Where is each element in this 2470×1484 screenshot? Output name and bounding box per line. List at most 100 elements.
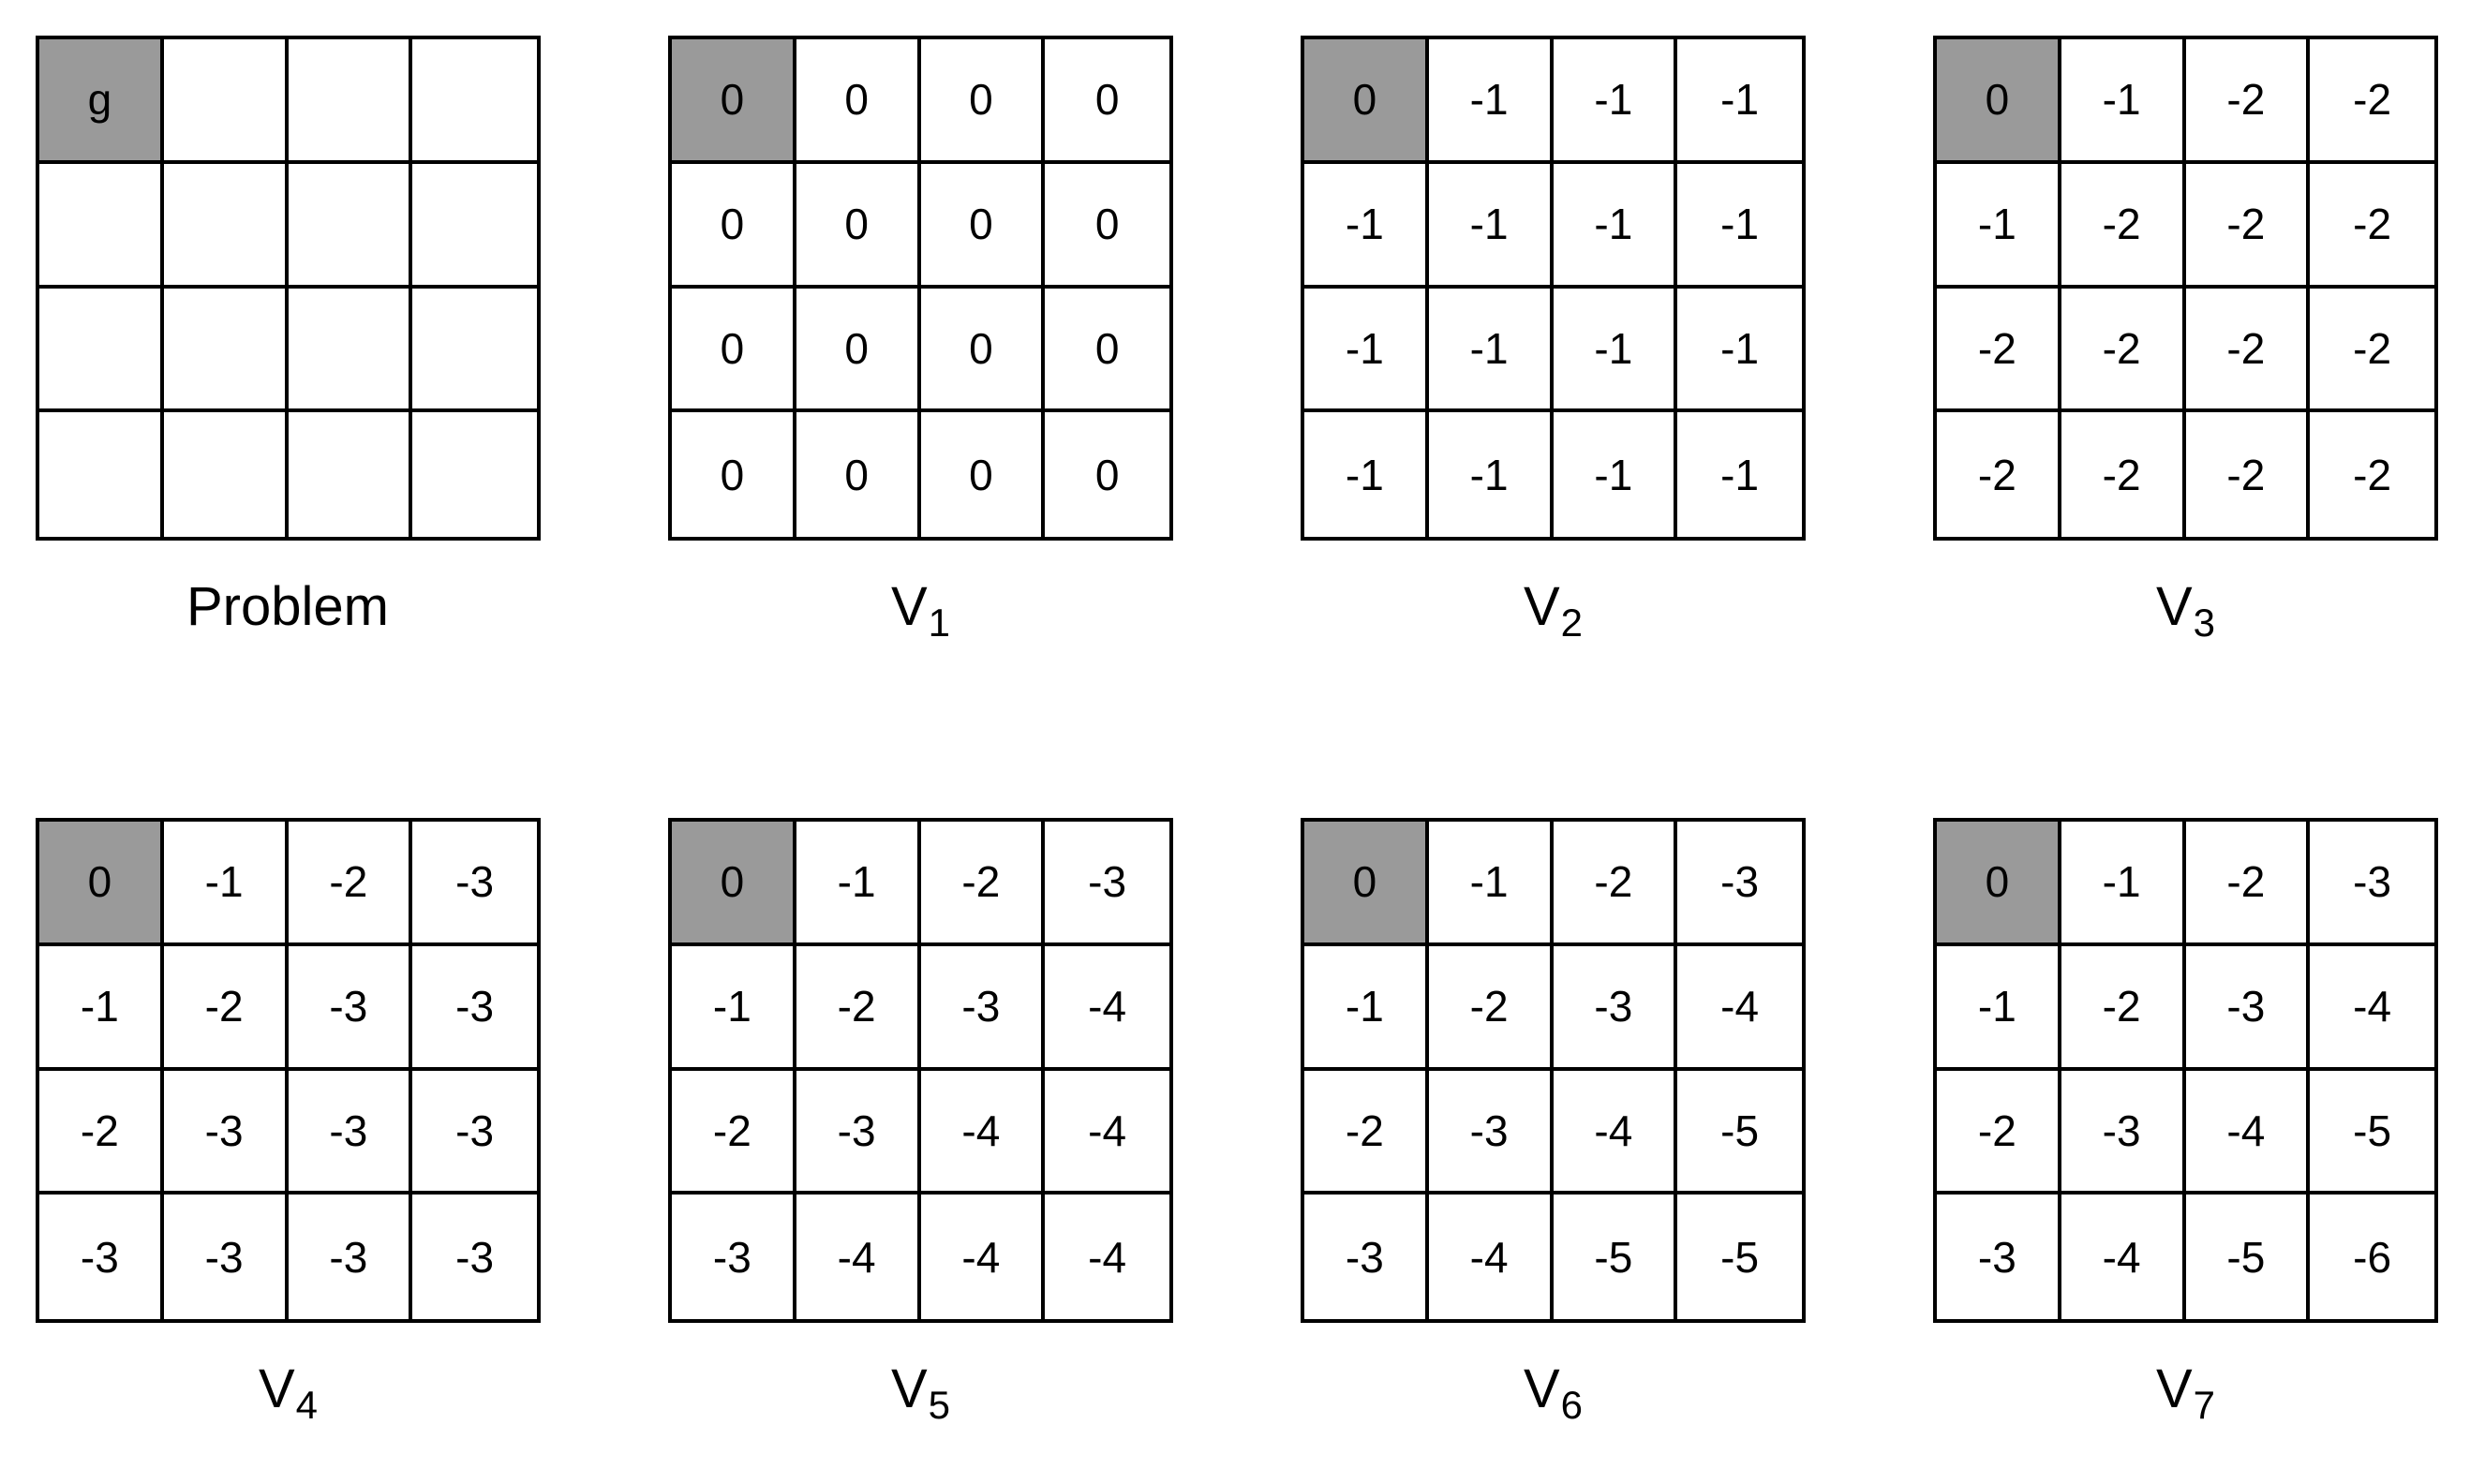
cell-v5-r3c1: -4 <box>796 1195 921 1319</box>
cell-v4-r1c2: -3 <box>288 945 413 1071</box>
cell-v5-r1c3: -4 <box>1045 945 1169 1071</box>
cell-v6-r1c3: -4 <box>1677 945 1802 1071</box>
cell-v2-r3c0: -1 <box>1304 412 1429 537</box>
cell-v7-r1c0: -1 <box>1937 945 2061 1071</box>
grid-label: V5 <box>668 1358 1173 1427</box>
cell-v3-r2c1: -2 <box>2061 288 2186 413</box>
cell-v5-r3c2: -4 <box>920 1195 1046 1319</box>
grid-problem: g <box>36 36 541 541</box>
cell-v2-r2c3: -1 <box>1677 288 1802 413</box>
cell-v6-r2c2: -4 <box>1553 1070 1678 1195</box>
cell-v7-r0c2: -2 <box>2185 822 2311 946</box>
grid-label-subscript: 5 <box>928 1382 951 1427</box>
grid-v7: 0-1-2-3-1-2-3-4-2-3-4-5-3-4-5-6 <box>1933 818 2438 1323</box>
cell-v1-r1c1: 0 <box>796 163 921 289</box>
grid-label-base: V <box>1523 1358 1560 1419</box>
figure-v2: 0-1-1-1-1-1-1-1-1-1-1-1-1-1-1-1 V2 <box>1301 36 1806 645</box>
cell-problem-r3c3 <box>412 412 537 537</box>
goal-cell-v6: 0 <box>1304 822 1429 946</box>
cell-v7-r3c2: -5 <box>2185 1195 2311 1319</box>
cell-v5-r1c1: -2 <box>796 945 921 1071</box>
grid-label: V4 <box>36 1358 541 1427</box>
cell-v6-r2c0: -2 <box>1304 1070 1429 1195</box>
figure-v4: 0-1-2-3-1-2-3-3-2-3-3-3-3-3-3-3 V4 <box>36 818 541 1427</box>
cell-v6-r0c3: -3 <box>1677 822 1802 946</box>
cell-v3-r1c0: -1 <box>1937 163 2061 289</box>
cell-v6-r3c0: -3 <box>1304 1195 1429 1319</box>
grid-label: V1 <box>668 576 1173 645</box>
cell-v1-r3c0: 0 <box>672 412 796 537</box>
cell-problem-r2c1 <box>163 288 289 413</box>
grid-v2: 0-1-1-1-1-1-1-1-1-1-1-1-1-1-1-1 <box>1301 36 1806 541</box>
cell-v2-r0c2: -1 <box>1553 39 1678 164</box>
cell-problem-r1c1 <box>163 163 289 289</box>
cell-v3-r0c1: -1 <box>2061 39 2186 164</box>
cell-v5-r3c0: -3 <box>672 1195 796 1319</box>
grid-label-base: V <box>2155 1358 2193 1419</box>
cell-v1-r0c3: 0 <box>1045 39 1169 164</box>
cell-v5-r2c2: -4 <box>920 1070 1046 1195</box>
cell-v4-r3c0: -3 <box>39 1195 164 1319</box>
grid-label-subscript: 4 <box>295 1382 319 1427</box>
cell-v2-r2c1: -1 <box>1428 288 1554 413</box>
cell-v7-r0c3: -3 <box>2310 822 2434 946</box>
cell-v4-r0c3: -3 <box>412 822 537 946</box>
cell-v2-r2c2: -1 <box>1553 288 1678 413</box>
cell-problem-r2c2 <box>288 288 413 413</box>
cell-v4-r3c2: -3 <box>288 1195 413 1319</box>
cell-v7-r1c2: -3 <box>2185 945 2311 1071</box>
cell-v1-r1c2: 0 <box>920 163 1046 289</box>
goal-cell-v1: 0 <box>672 39 796 164</box>
cell-v2-r3c3: -1 <box>1677 412 1802 537</box>
cell-v5-r0c1: -1 <box>796 822 921 946</box>
cell-v6-r0c2: -2 <box>1553 822 1678 946</box>
cell-v4-r1c1: -2 <box>163 945 289 1071</box>
cell-v3-r3c3: -2 <box>2310 412 2434 537</box>
cell-v6-r1c2: -3 <box>1553 945 1678 1071</box>
cell-v4-r2c3: -3 <box>412 1070 537 1195</box>
cell-v7-r3c3: -6 <box>2310 1195 2434 1319</box>
cell-v3-r2c2: -2 <box>2185 288 2311 413</box>
cell-v4-r1c3: -3 <box>412 945 537 1071</box>
grid-label: Problem <box>36 576 541 639</box>
cell-v2-r1c2: -1 <box>1553 163 1678 289</box>
cell-v3-r0c2: -2 <box>2185 39 2311 164</box>
cell-problem-r1c3 <box>412 163 537 289</box>
cell-v7-r3c1: -4 <box>2061 1195 2186 1319</box>
cell-v3-r1c3: -2 <box>2310 163 2434 289</box>
cell-v2-r1c3: -1 <box>1677 163 1802 289</box>
goal-cell-v7: 0 <box>1937 822 2061 946</box>
grid-v3: 0-1-2-2-1-2-2-2-2-2-2-2-2-2-2-2 <box>1933 36 2438 541</box>
goal-cell-v4: 0 <box>39 822 164 946</box>
grid-label-base: V <box>890 576 928 637</box>
cell-v1-r0c1: 0 <box>796 39 921 164</box>
cell-problem-r2c3 <box>412 288 537 413</box>
figure-v5: 0-1-2-3-1-2-3-4-2-3-4-4-3-4-4-4 V5 <box>668 818 1173 1427</box>
cell-v4-r2c1: -3 <box>163 1070 289 1195</box>
cell-v2-r1c1: -1 <box>1428 163 1554 289</box>
cell-problem-r1c0 <box>39 163 164 289</box>
grid-label-subscript: 2 <box>1560 600 1584 645</box>
cell-v4-r0c1: -1 <box>163 822 289 946</box>
cell-problem-r0c1 <box>163 39 289 164</box>
cell-v7-r2c3: -5 <box>2310 1070 2434 1195</box>
cell-problem-r0c3 <box>412 39 537 164</box>
goal-cell-v3: 0 <box>1937 39 2061 164</box>
cell-v6-r3c2: -5 <box>1553 1195 1678 1319</box>
cell-problem-r0c2 <box>288 39 413 164</box>
cell-v3-r3c1: -2 <box>2061 412 2186 537</box>
cell-v3-r2c3: -2 <box>2310 288 2434 413</box>
goal-cell-problem: g <box>39 39 164 164</box>
cell-v5-r0c3: -3 <box>1045 822 1169 946</box>
grid-label: V7 <box>1933 1358 2438 1427</box>
grid-label-base: Problem <box>186 576 389 637</box>
grid-label-subscript: 6 <box>1560 1382 1584 1427</box>
cell-v6-r0c1: -1 <box>1428 822 1554 946</box>
cell-v5-r3c3: -4 <box>1045 1195 1169 1319</box>
cell-v3-r0c3: -2 <box>2310 39 2434 164</box>
cell-v1-r1c3: 0 <box>1045 163 1169 289</box>
cell-v1-r2c0: 0 <box>672 288 796 413</box>
figure-problem: g Problem <box>36 36 541 639</box>
grid-v6: 0-1-2-3-1-2-3-4-2-3-4-5-3-4-5-5 <box>1301 818 1806 1323</box>
